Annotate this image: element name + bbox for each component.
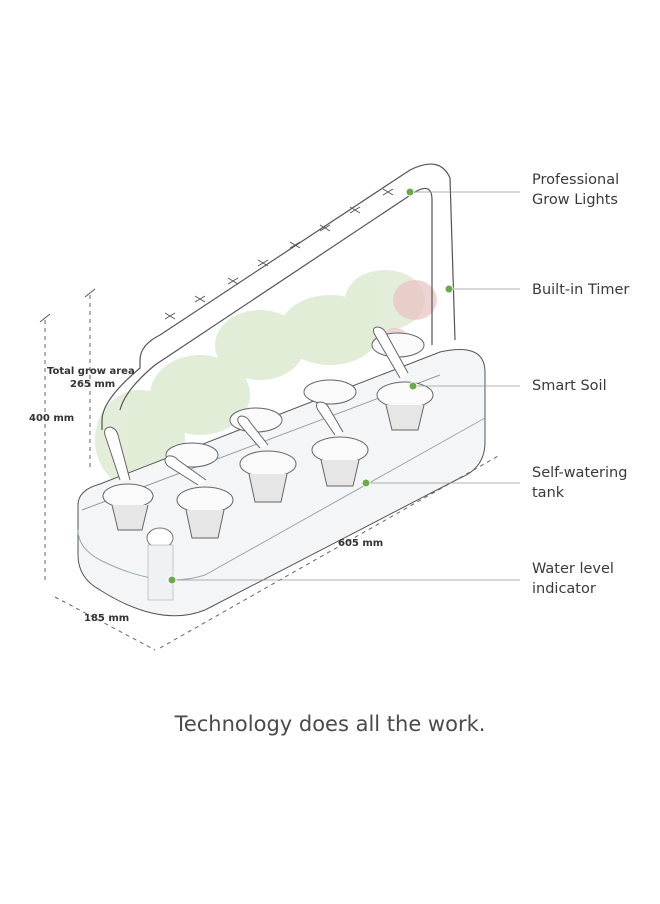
- callout-grow-lights-line1: Professional: [532, 172, 620, 188]
- callout-grow-lights: Professional Grow Lights: [532, 170, 619, 210]
- tagline: Technology does all the work.: [174, 712, 486, 736]
- soil-pods: [102, 332, 434, 539]
- length-dimension: 605 mm: [338, 538, 384, 549]
- grow-area-value: 265 mm: [70, 379, 116, 390]
- plant-sticks: [104, 326, 409, 486]
- depth-dimension: 185 mm: [84, 613, 130, 624]
- callout-self-watering-line2: tank: [532, 485, 565, 501]
- callout-water-level: Water level indicator: [532, 559, 614, 599]
- callout-timer-line1: Built-in Timer: [532, 282, 630, 298]
- callout-smart-soil: Smart Soil: [532, 376, 607, 396]
- callout-timer: Built-in Timer: [532, 280, 629, 300]
- callout-water-level-line1: Water level: [532, 561, 614, 577]
- callout-dots: [167, 187, 454, 585]
- callout-self-watering-line1: Self-watering: [532, 465, 628, 481]
- callout-self-watering: Self-watering tank: [532, 463, 627, 503]
- height-dimension: 400 mm: [29, 413, 75, 424]
- grow-area-label: Total grow area: [47, 366, 135, 377]
- callout-smart-soil-line1: Smart Soil: [532, 378, 607, 394]
- callout-leaders: [172, 191, 520, 581]
- callout-water-level-line2: indicator: [532, 581, 596, 597]
- led-markers: [164, 188, 394, 320]
- dimension-lines: [44, 295, 501, 651]
- callout-grow-lights-line2: Grow Lights: [532, 192, 618, 208]
- water-level-window: [146, 527, 174, 601]
